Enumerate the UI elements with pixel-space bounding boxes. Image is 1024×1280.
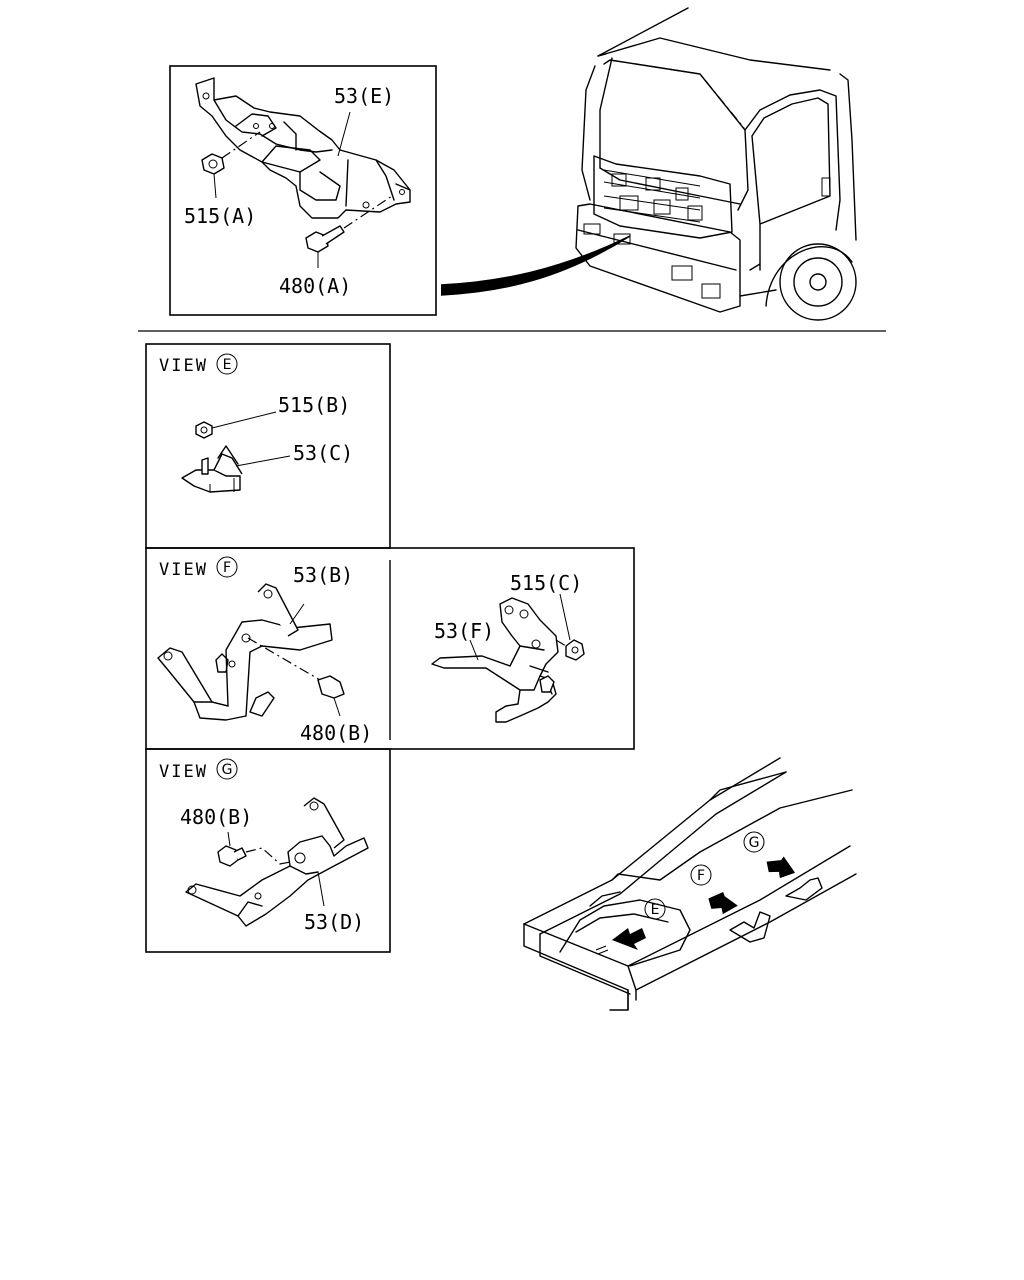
- front-bracket-detail-panel: 53(E) 515(A) 480(A): [169, 65, 437, 316]
- nut-515c-drawing: [555, 639, 585, 661]
- leader-480b-f: [333, 697, 341, 717]
- view-f-panel: VIEW F 53(B) 480(B): [145, 547, 635, 750]
- callout-515a: 515(A): [184, 204, 256, 228]
- leader-515c: [559, 593, 571, 641]
- view-g-frame: [145, 748, 391, 953]
- view-e-marker-circle: [216, 353, 238, 375]
- arrow-view-e: [612, 928, 646, 950]
- callout-53c: 53(C): [293, 441, 353, 465]
- bracket-53f-drawing: [431, 597, 559, 723]
- truck-cab-drawing: [575, 7, 857, 321]
- chassis-frame-drawing: E F G: [523, 757, 857, 1011]
- callout-515c: 515(C): [510, 571, 582, 595]
- view-e-panel: VIEW E 515(B) 53(C): [145, 343, 391, 549]
- frame-marker-e: E: [651, 902, 660, 918]
- nut-515a-drawing: [201, 131, 261, 175]
- callout-480b-view-f: 480(B): [300, 721, 372, 745]
- callout-480a: 480(A): [279, 274, 351, 298]
- view-g-panel: VIEW G 480(B) 53(D): [145, 748, 391, 953]
- leader-53f: [469, 639, 479, 661]
- leader-53e: [337, 111, 351, 157]
- leader-53d: [317, 871, 325, 907]
- arrow-view-g: [766, 856, 796, 879]
- leader-515a: [213, 173, 217, 199]
- callout-53e: 53(E): [334, 84, 394, 108]
- bolt-480a-drawing: [305, 195, 393, 253]
- callout-53b: 53(B): [293, 563, 353, 587]
- frame-marker-g: G: [749, 835, 760, 851]
- leader-53c: [235, 455, 291, 467]
- callout-53f: 53(F): [434, 619, 494, 643]
- view-f-letter: F: [223, 560, 231, 576]
- detail-pointer-arrow: [440, 235, 631, 296]
- view-g-title: VIEW: [159, 762, 208, 782]
- frame-marker-f-circle: [690, 864, 712, 886]
- frame-marker-f: F: [697, 868, 705, 884]
- leader-515b: [211, 411, 277, 429]
- bracket-53c-drawing: [181, 445, 243, 493]
- callout-480b-view-g: 480(B): [180, 805, 252, 829]
- frame-marker-e-circle: [644, 898, 666, 920]
- leader-480b-g: [227, 831, 231, 847]
- detail-box-frame: [169, 65, 437, 316]
- view-e-letter: E: [223, 357, 232, 373]
- frame-marker-g-circle: [743, 831, 765, 853]
- nut-515b-drawing: [195, 421, 213, 439]
- bracket-53b-drawing: [157, 583, 333, 721]
- view-g-marker-circle: [216, 758, 238, 780]
- leader-53b: [289, 603, 305, 625]
- bolt-480b-f-drawing: [247, 637, 345, 699]
- view-e-title: VIEW: [159, 356, 208, 376]
- view-f-title: VIEW: [159, 560, 208, 580]
- arrow-view-f: [708, 892, 738, 915]
- callout-515b: 515(B): [278, 393, 350, 417]
- bracket-53d-drawing: [185, 797, 369, 927]
- view-f-marker-circle: [216, 556, 238, 578]
- bracket-53e-drawing: [195, 77, 411, 219]
- view-g-letter: G: [222, 762, 233, 778]
- callout-53d: 53(D): [304, 910, 364, 934]
- bolt-480b-g-drawing: [217, 845, 291, 867]
